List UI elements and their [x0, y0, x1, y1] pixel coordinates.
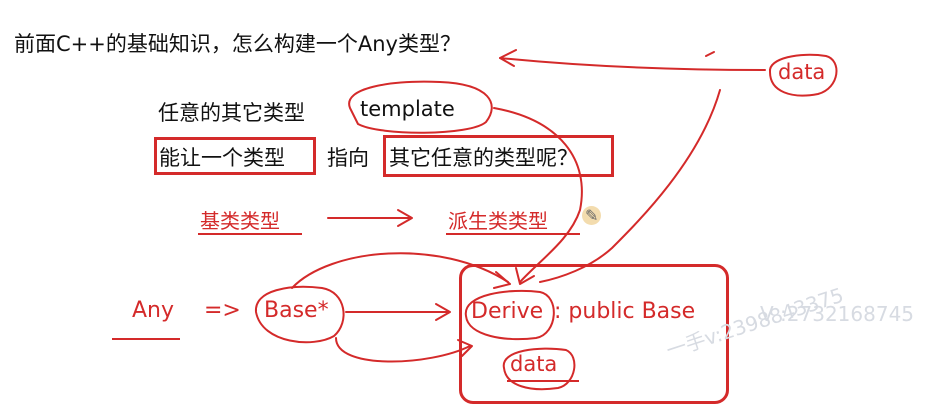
derive-class-box — [459, 264, 729, 404]
watermark-line2: V :2732168745 — [760, 302, 915, 326]
base-to-derive-head — [435, 303, 451, 321]
base-to-derived-head — [397, 209, 413, 227]
question-title: 前面C++的基础知识，怎么构建一个Any类型？ — [14, 32, 461, 56]
derive-label: Derive — [471, 299, 544, 324]
template-keyword: template — [360, 97, 455, 121]
template-to-derive-arrow — [493, 107, 583, 283]
any-label: Any — [132, 298, 175, 323]
data-top-circle — [769, 53, 838, 97]
pencil-icon: ✎ — [582, 206, 602, 225]
derive-rest-label: : public Base — [554, 299, 696, 324]
base-type-underline — [198, 233, 302, 235]
derive-oval — [464, 289, 555, 341]
data-to-derive-arrow — [539, 89, 721, 283]
point-to-text: 指向 — [327, 146, 369, 170]
data-member-oval — [502, 347, 576, 391]
data-top-label: data — [778, 60, 826, 84]
make-type-text: 能让一个类型 — [159, 146, 285, 170]
data-to-question-arrow — [499, 57, 766, 71]
arrow-to-label: => — [204, 298, 241, 323]
base-arc-top — [291, 252, 509, 289]
base-arc-top-head — [493, 271, 511, 289]
any-type-text: 任意的其它类型 — [158, 101, 305, 125]
data-arrowhead — [499, 49, 517, 67]
other-type-text: 其它任意的类型呢？ — [389, 146, 578, 170]
template-oval — [348, 80, 493, 134]
derived-type-label: 派生类类型 — [448, 209, 548, 233]
base-ptr-label: Base* — [264, 298, 329, 323]
make-type-box — [154, 137, 316, 175]
data-member-underline — [507, 380, 579, 382]
base-type-label: 基类类型 — [200, 209, 280, 233]
base-arc-bottom — [335, 337, 471, 363]
other-type-box — [383, 135, 614, 177]
template-arrowhead — [515, 267, 535, 285]
derived-type-underline — [446, 233, 580, 235]
data-tick — [705, 51, 715, 57]
base-arc-bottom-head — [457, 339, 473, 357]
any-underline — [112, 338, 180, 340]
data-member-label: data — [510, 352, 558, 376]
base-ptr-oval — [254, 285, 345, 344]
